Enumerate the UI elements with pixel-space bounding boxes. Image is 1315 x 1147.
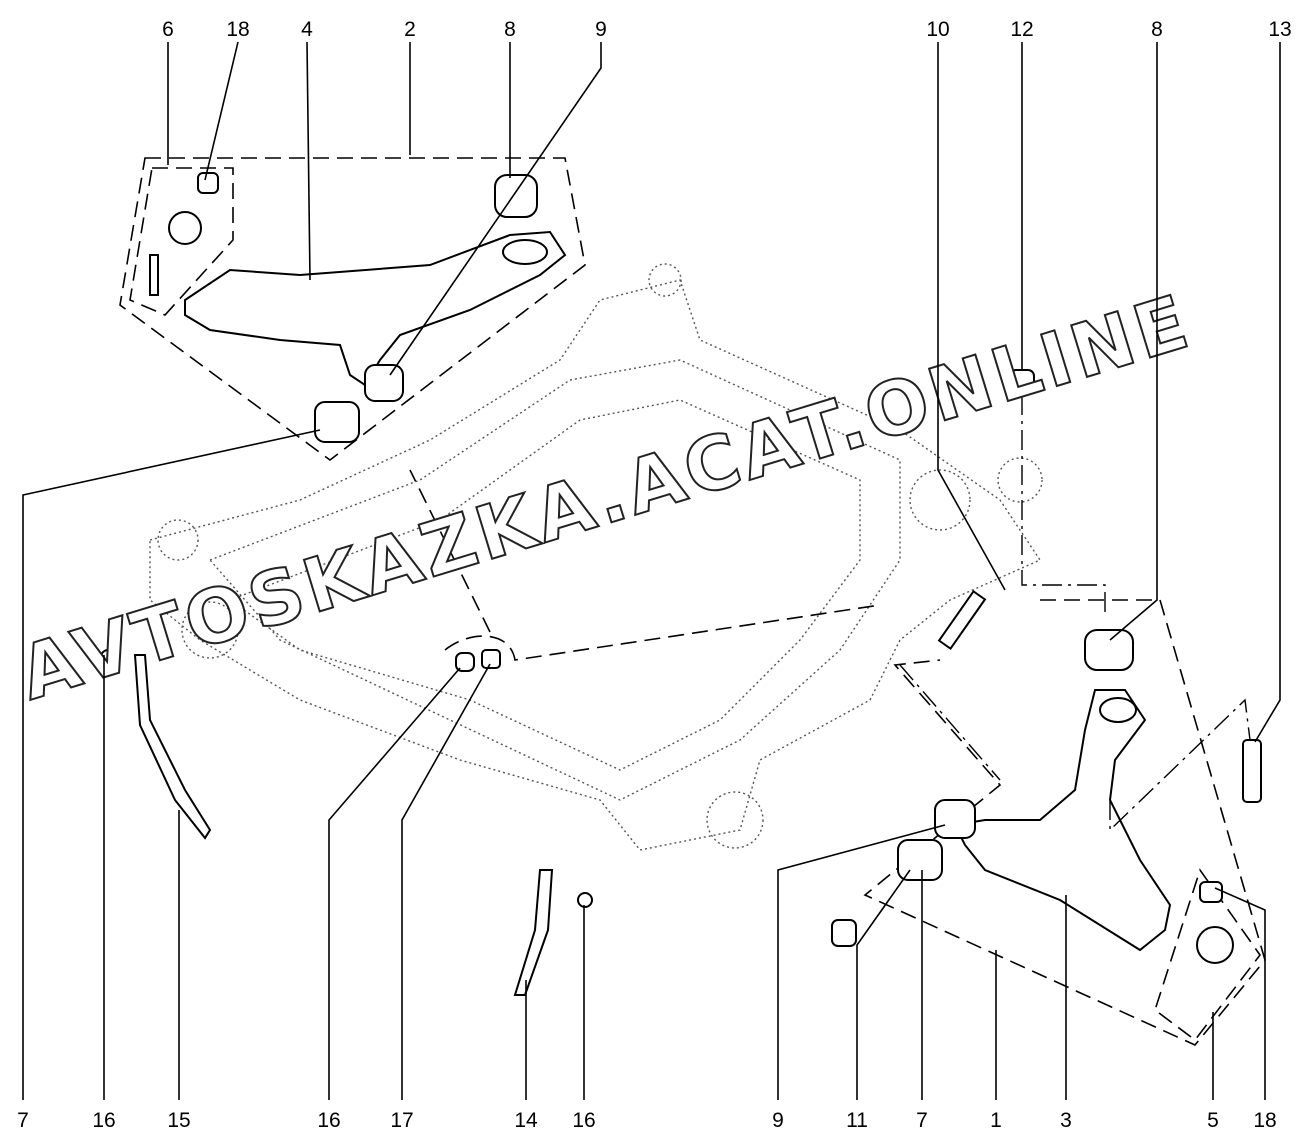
callout-12: 12 [1010, 18, 1033, 41]
right-bushing-7 [897, 839, 943, 881]
callout-7: 7 [17, 1109, 29, 1132]
bracket-15 [133, 654, 212, 840]
callout-10: 10 [926, 18, 949, 41]
callout-14: 14 [514, 1109, 538, 1132]
callout-16: 16 [92, 1109, 115, 1132]
callout-1: 1 [990, 1109, 1002, 1132]
right-bushing-9 [934, 799, 976, 839]
callout-11: 11 [846, 1109, 868, 1132]
callout-16-c: 16 [572, 1109, 595, 1132]
right-bushing-8 [1084, 629, 1134, 671]
callout-4: 4 [301, 18, 313, 41]
callout-8-right: 8 [1151, 18, 1163, 41]
leader-lines [22, 41, 1281, 1100]
left-bushing-7 [314, 401, 360, 443]
bolt-10 [937, 590, 987, 650]
left-ball-joint-nut [197, 172, 219, 194]
loose-parts [100, 469, 881, 996]
left-bushing-9 [364, 364, 404, 402]
bolt-13 [1242, 739, 1262, 803]
callouts-bottom: 7 16 15 16 17 14 16 9 11 7 1 3 5 18 [17, 1109, 1277, 1132]
callout-7-b: 7 [916, 1109, 928, 1132]
left-lower-arm-assembly [119, 157, 586, 462]
left-lower-arm [184, 230, 567, 387]
bracket-14 [513, 869, 554, 996]
callout-2: 2 [404, 18, 416, 41]
right-nut-11 [831, 919, 857, 947]
left-ball-joint [168, 211, 202, 245]
right-lower-arm [953, 689, 1172, 952]
callout-8: 8 [504, 18, 516, 41]
subframe [149, 263, 1043, 851]
left-bushing-8 [494, 174, 538, 218]
callout-18-b: 18 [1253, 1109, 1276, 1132]
callout-13: 13 [1268, 18, 1291, 41]
callout-15: 15 [167, 1109, 190, 1132]
callout-9-b: 9 [772, 1109, 784, 1132]
callouts-top: 6 18 4 2 8 9 10 12 8 13 [162, 18, 1292, 41]
callout-16-b: 16 [317, 1109, 340, 1132]
callout-5: 5 [1207, 1109, 1219, 1132]
right-lower-arm-assembly [831, 369, 1266, 1046]
callout-17: 17 [390, 1109, 413, 1132]
callout-6: 6 [162, 18, 174, 41]
callout-9: 9 [595, 18, 607, 41]
callout-3: 3 [1060, 1109, 1072, 1132]
callout-18: 18 [226, 18, 249, 41]
right-ball-joint [1196, 926, 1234, 964]
